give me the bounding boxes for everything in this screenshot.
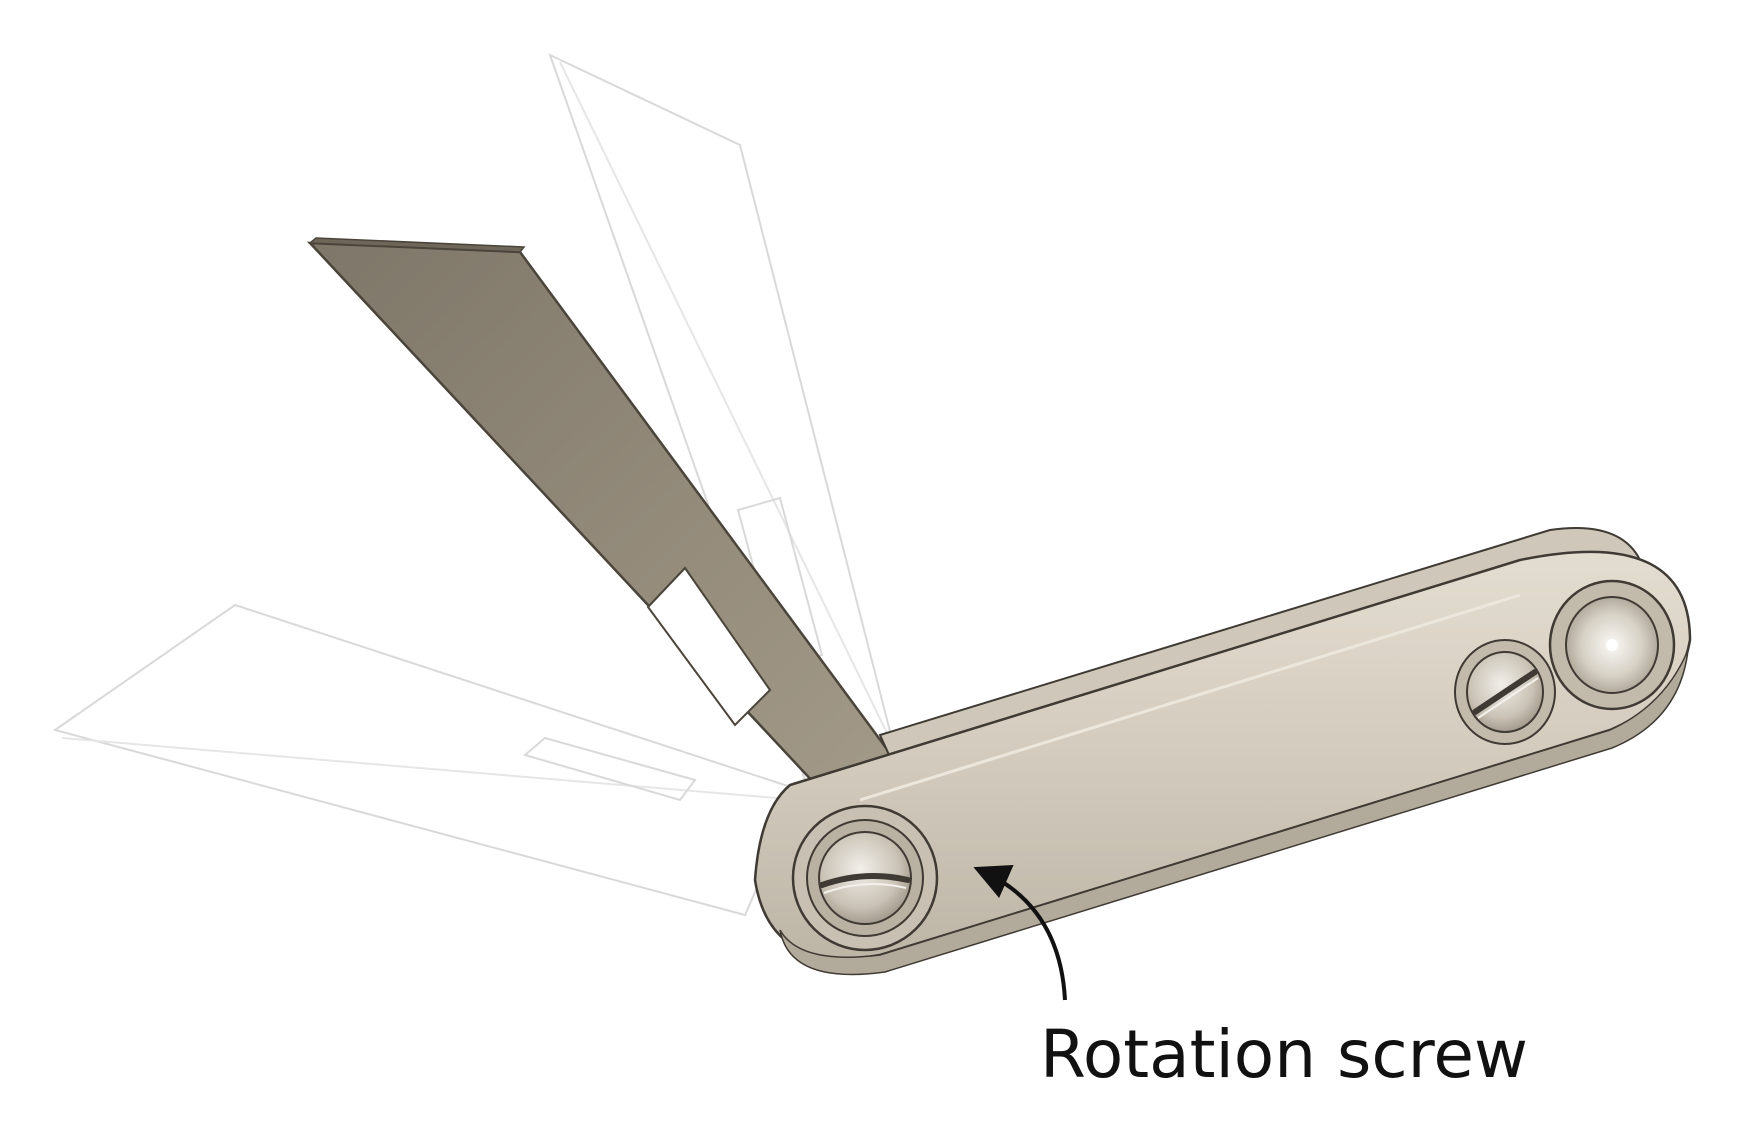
handle — [753, 527, 1692, 976]
rotation-screw-label: Rotation screw — [1040, 1016, 1528, 1093]
curved-arrow-icon — [973, 865, 1067, 1001]
rotation-screw — [791, 804, 939, 952]
cone-screw — [1548, 579, 1676, 711]
blade — [307, 237, 897, 802]
slotted-screw — [1454, 639, 1556, 745]
